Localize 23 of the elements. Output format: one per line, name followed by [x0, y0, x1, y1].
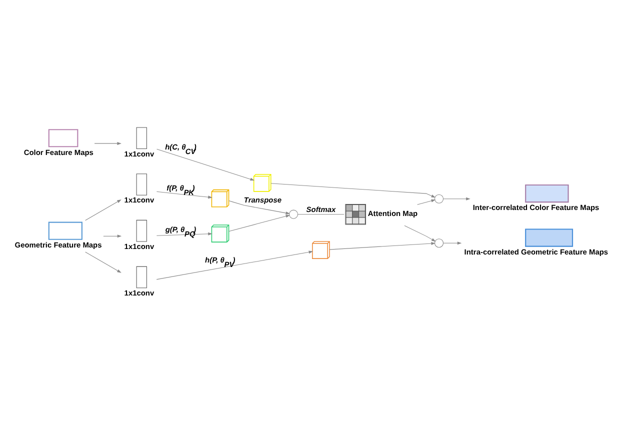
node-box — [136, 266, 147, 288]
arrow — [85, 199, 122, 220]
arrow — [85, 251, 122, 272]
node-box — [136, 173, 147, 195]
arrow — [329, 242, 436, 250]
arrow — [156, 232, 212, 236]
node-circle — [434, 194, 444, 203]
node-circle — [434, 238, 444, 248]
arrow — [94, 141, 122, 144]
arrow — [228, 214, 290, 232]
arrow — [103, 234, 122, 238]
node-circle — [288, 209, 298, 218]
arrow — [156, 190, 212, 198]
node-box — [136, 126, 147, 149]
arrow — [270, 182, 436, 198]
arrow — [404, 224, 436, 242]
arrow — [156, 250, 314, 280]
arrow — [228, 200, 290, 214]
arrow — [443, 241, 462, 244]
arrow — [417, 198, 436, 204]
node-box — [136, 219, 147, 242]
arrow — [443, 196, 470, 200]
arrow — [156, 148, 255, 180]
